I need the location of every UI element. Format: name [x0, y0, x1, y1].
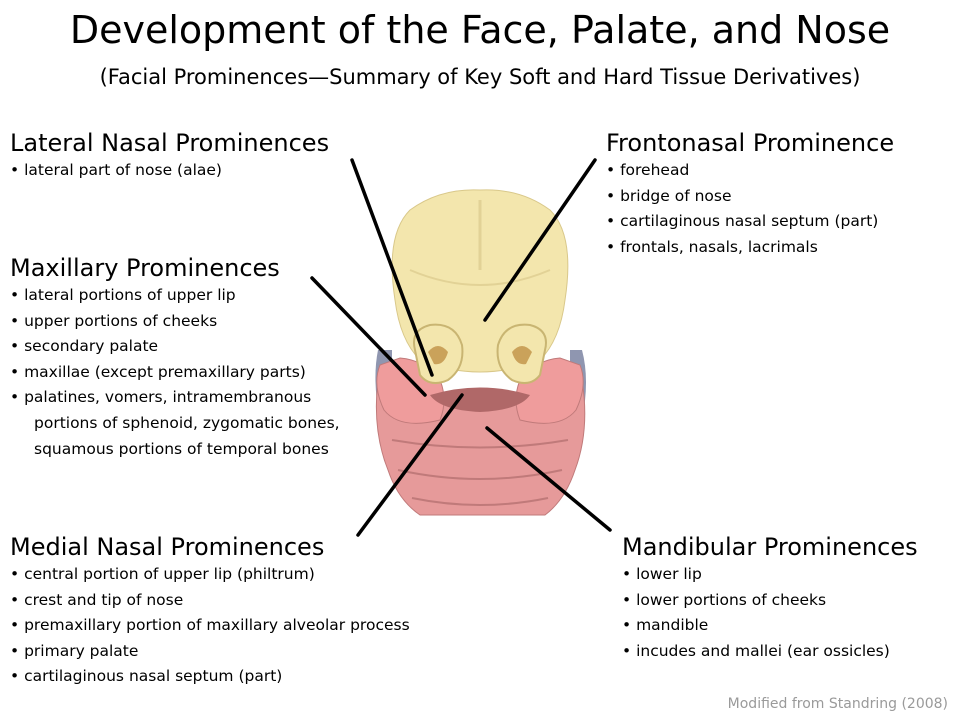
mandibular-list: lower lip lower portions of cheeks mandi… — [622, 562, 918, 664]
list-item: cartilaginous nasal septum (part) — [10, 664, 410, 690]
lateral-nasal-heading: Lateral Nasal Prominences — [10, 129, 330, 157]
list-item-continued: portions of sphenoid, zygomatic bones, — [34, 413, 340, 432]
list-item: crest and tip of nose — [10, 588, 410, 614]
maxillary-list: lateral portions of upper lip upper port… — [10, 283, 340, 462]
leader-line-mandibular — [485, 426, 612, 532]
list-item: forehead — [606, 158, 894, 184]
leader-line-lateral-nasal — [350, 158, 434, 377]
leader-line-frontonasal — [483, 158, 597, 322]
medial-nasal-list: central portion of upper lip (philtrum) … — [10, 562, 410, 690]
page-title: Development of the Face, Palate, and Nos… — [69, 8, 891, 52]
medial-nasal-heading: Medial Nasal Prominences — [10, 533, 325, 561]
list-item: frontals, nasals, lacrimals — [606, 235, 894, 261]
maxillary-section: Maxillary Prominences lateral portions o… — [10, 253, 340, 462]
list-item: palatines, vomers, intramembranous — [10, 385, 340, 411]
list-item: central portion of upper lip (philtrum) — [10, 562, 410, 588]
mandibular-heading: Mandibular Prominences — [622, 533, 918, 561]
leader-line-medial-nasal — [356, 393, 464, 537]
mandibular-section: Mandibular Prominences lower lip lower p… — [622, 532, 918, 664]
list-item: mandible — [622, 613, 918, 639]
nasal-pit-right — [512, 346, 532, 365]
list-item: premaxillary portion of maxillary alveol… — [10, 613, 410, 639]
medial-nasal-section: Medial Nasal Prominences central portion… — [10, 532, 410, 690]
list-item: maxillae (except premaxillary parts) — [10, 360, 340, 386]
list-item: lateral part of nose (alae) — [10, 158, 329, 184]
lateral-nasal-list: lateral part of nose (alae) — [10, 158, 329, 184]
list-item-continued: squamous portions of temporal bones — [34, 439, 329, 458]
list-item: primary palate — [10, 639, 410, 665]
page-subtitle: (Facial Prominences—Summary of Key Soft … — [99, 65, 861, 89]
frontonasal-section: Frontonasal Prominence forehead bridge o… — [606, 128, 894, 260]
nasal-pit-left — [428, 346, 448, 365]
maxillary-heading: Maxillary Prominences — [10, 254, 280, 282]
list-item: cartilaginous nasal septum (part) — [606, 209, 894, 235]
list-item: lateral portions of upper lip — [10, 283, 340, 309]
frontonasal-heading: Frontonasal Prominence — [606, 129, 895, 157]
list-item: upper portions of cheeks — [10, 309, 340, 335]
lateral-nasal-section: Lateral Nasal Prominences lateral part o… — [10, 128, 329, 184]
list-item: bridge of nose — [606, 184, 894, 210]
source-credit: Modified from Standring (2008) — [727, 696, 948, 712]
list-item: lower lip — [622, 562, 918, 588]
list-item: secondary palate — [10, 334, 340, 360]
frontonasal-list: forehead bridge of nose cartilaginous na… — [606, 158, 894, 260]
list-item: lower portions of cheeks — [622, 588, 918, 614]
list-item: incudes and mallei (ear ossicles) — [622, 639, 918, 665]
